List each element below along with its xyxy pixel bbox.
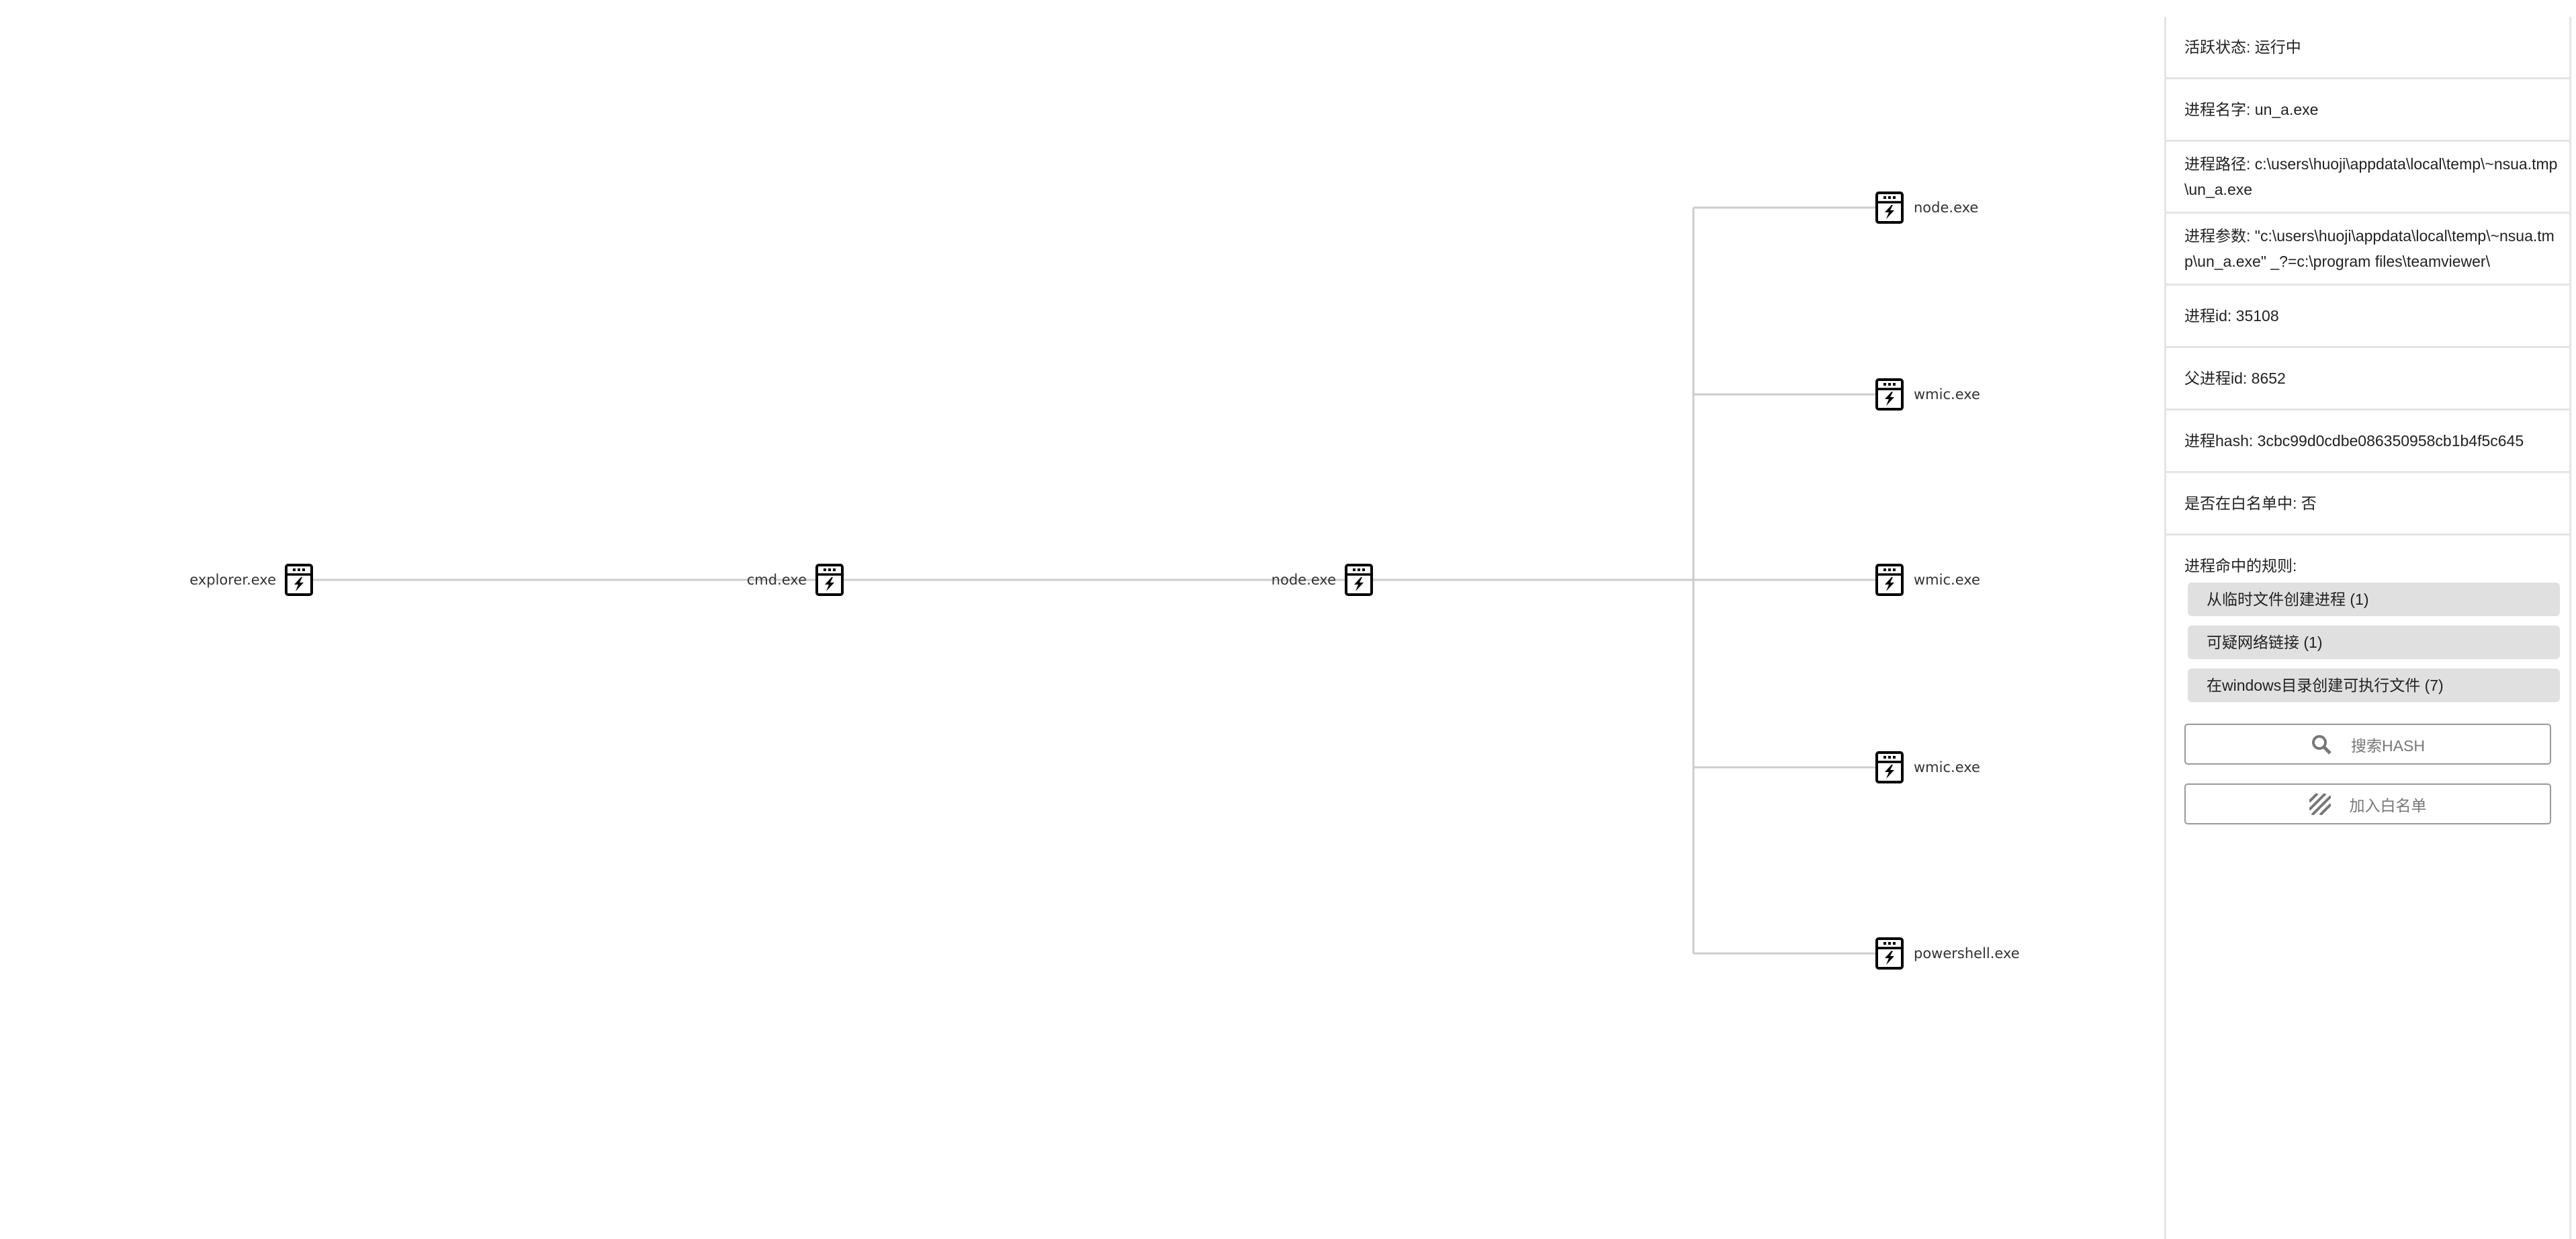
process-icon[interactable] (1875, 378, 1904, 411)
rule-item[interactable]: 可疑网络链接 (1) (2188, 626, 2560, 659)
active-status: 活跃状态: 运行中 (2166, 17, 2569, 79)
process-id: 进程id: 35108 (2166, 286, 2569, 348)
process-node-label: powershell.exe (1914, 945, 2020, 962)
rule-item[interactable]: 从临时文件创建进程 (1) (2188, 583, 2560, 616)
process-icon[interactable] (285, 564, 313, 596)
process-node-node_child[interactable]: node.exe (1875, 191, 1978, 224)
process-node-label: wmic.exe (1914, 759, 1980, 775)
process-name: 进程名字: un_a.exe (2166, 79, 2569, 142)
process-node-label: wmic.exe (1914, 572, 1980, 588)
process-icon[interactable] (1875, 564, 1904, 596)
process-node-node_parent[interactable]: node.exe (1272, 564, 1373, 596)
process-node-explorer[interactable]: explorer.exe (189, 564, 313, 596)
search-hash-button[interactable]: 搜索HASH (2184, 724, 2551, 765)
process-icon[interactable] (1875, 191, 1904, 224)
whitelist-status: 是否在白名单中: 否 (2166, 473, 2569, 536)
process-node-label: node.exe (1914, 200, 1978, 216)
process-node-label: cmd.exe (747, 572, 807, 588)
process-path: 进程路径: c:\users\huoji\appdata\local\temp\… (2166, 142, 2569, 214)
process-node-wmic1[interactable]: wmic.exe (1875, 378, 1980, 411)
rules-list: 从临时文件创建进程 (1) 可疑网络链接 (1) 在windows目录创建可执行… (2166, 583, 2569, 702)
process-tree-graph[interactable]: explorer.exe cmd.exe node.exe node.exe wmic.… (0, 0, 2164, 1239)
process-node-powershell[interactable]: powershell.exe (1875, 937, 2020, 970)
process-icon[interactable] (1875, 937, 1904, 970)
process-node-label: node.exe (1272, 572, 1336, 588)
process-node-label: explorer.exe (189, 572, 276, 588)
search-hash-label: 搜索HASH (2351, 736, 2425, 755)
process-node-wmic2[interactable]: wmic.exe (1875, 564, 1980, 596)
search-icon (2312, 734, 2331, 755)
process-icon[interactable] (1875, 751, 1904, 783)
add-whitelist-button[interactable]: 加入白名单 (2184, 783, 2551, 824)
hatch-icon (2309, 793, 2331, 815)
process-icon[interactable] (815, 564, 844, 596)
process-node-cmd[interactable]: cmd.exe (747, 564, 844, 596)
process-detail-panel: 活跃状态: 运行中 进程名字: un_a.exe 进程路径: c:\users\… (2164, 17, 2571, 1239)
process-node-label: wmic.exe (1914, 386, 1980, 402)
parent-process-id: 父进程id: 8652 (2166, 348, 2569, 411)
add-whitelist-label: 加入白名单 (2349, 796, 2427, 814)
rules-title: 进程命中的规则: (2184, 557, 2297, 574)
rule-item[interactable]: 在windows目录创建可执行文件 (7) (2188, 669, 2560, 702)
process-args: 进程参数: "c:\users\huoji\appdata\local\temp… (2166, 214, 2569, 286)
process-hash: 进程hash: 3cbc99d0cdbe086350958cb1b4f5c645 (2166, 411, 2569, 473)
process-icon[interactable] (1345, 564, 1373, 596)
process-node-wmic3[interactable]: wmic.exe (1875, 751, 1980, 783)
